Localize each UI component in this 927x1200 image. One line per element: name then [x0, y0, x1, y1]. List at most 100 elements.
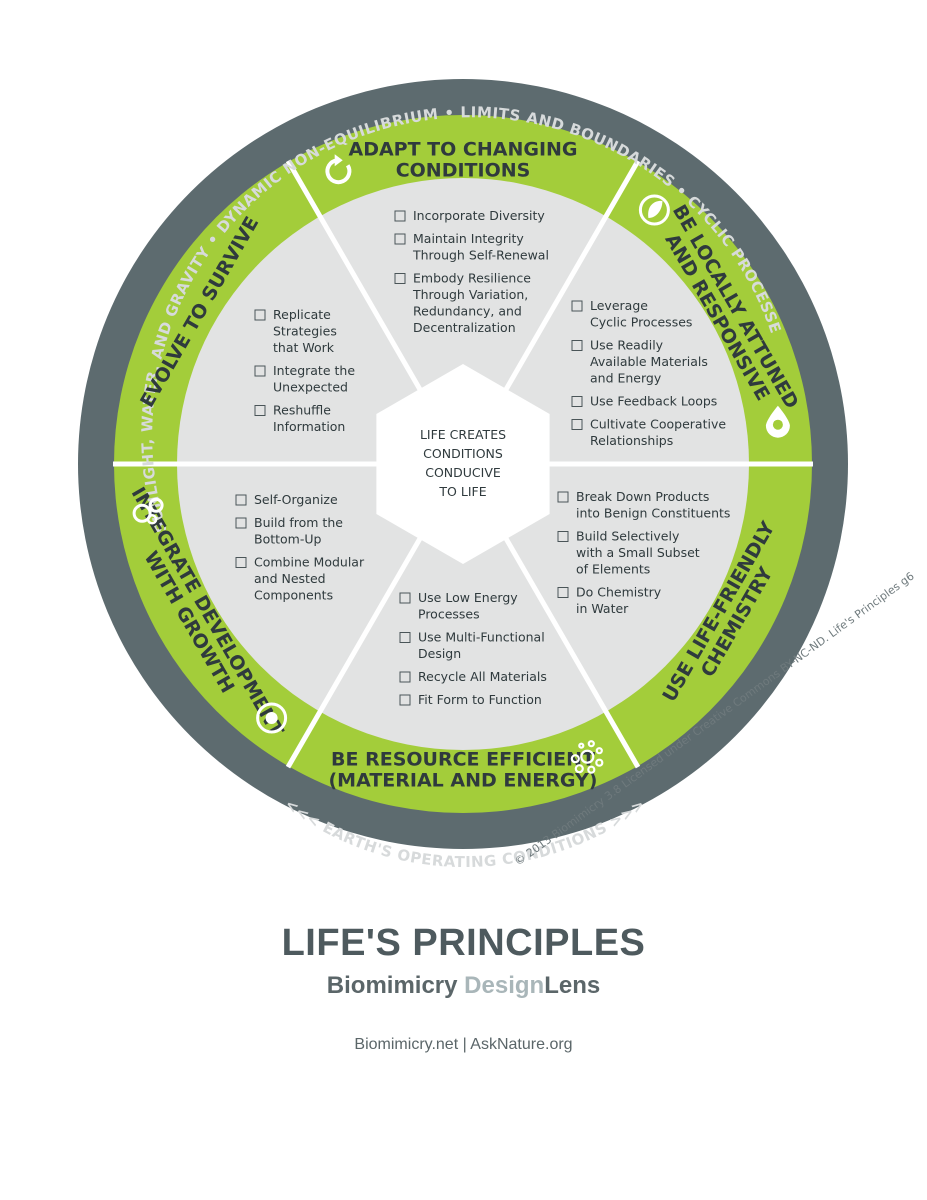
- principle-item-line: Use Low Energy: [418, 590, 518, 605]
- principle-item: Recycle All Materials: [418, 669, 547, 684]
- principle-item-line: Maintain Integrity: [413, 231, 524, 246]
- bubbles-icon: [132, 497, 164, 525]
- principle-item-line: Components: [254, 588, 333, 603]
- principle-item-line: Incorporate Diversity: [413, 208, 545, 223]
- checkbox[interactable]: [399, 694, 411, 706]
- principle-item-line: Use Readily: [590, 338, 664, 353]
- leaf-icon: [638, 194, 670, 226]
- principle-item-line: in Water: [576, 601, 629, 616]
- checkbox[interactable]: [399, 592, 411, 604]
- website-links[interactable]: Biomimicry.net | AskNature.org: [354, 1036, 573, 1053]
- checkbox[interactable]: [571, 419, 583, 430]
- checkbox[interactable]: [394, 273, 406, 284]
- checkbox[interactable]: [254, 365, 266, 377]
- principle-title-text: BE RESOURCE EFFICIENT(MATERIAL AND ENERG…: [329, 749, 598, 792]
- principle-sector: Break Down Products into Benign Constitue…: [557, 489, 730, 617]
- principle-item-line: and Energy: [590, 371, 662, 386]
- principle-item-line: Break Down Products: [576, 489, 709, 504]
- center-label-line: CONDUCIVE: [425, 465, 501, 480]
- checkbox[interactable]: [394, 233, 406, 245]
- center-label-line: CONDITIONS: [423, 446, 503, 461]
- center-label-line: TO LIFE: [438, 484, 486, 499]
- principle-title: BE RESOURCE EFFICIENT(MATERIAL AND ENERG…: [329, 749, 598, 792]
- checkbox[interactable]: [557, 531, 569, 542]
- principle-item-line: Decentralization: [413, 320, 516, 335]
- principle-title-line: ADAPT TO CHANGING: [348, 139, 577, 161]
- principle-item-line: of Elements: [576, 562, 650, 577]
- dots-icon: [570, 740, 604, 774]
- principle-item-line: Cyclic Processes: [590, 315, 692, 330]
- principle-title-line: CONDITIONS: [396, 160, 531, 182]
- principle-item-line: Cultivate Cooperative: [590, 417, 726, 432]
- principle-item-line: Embody Resilience: [413, 271, 531, 286]
- checkbox[interactable]: [394, 210, 406, 222]
- checkbox[interactable]: [571, 396, 583, 407]
- checkbox[interactable]: [254, 405, 266, 416]
- principle-title-line: BE RESOURCE EFFICIENT: [331, 749, 595, 771]
- principle-icons: [132, 154, 790, 774]
- principle-item-line: Relationships: [590, 433, 673, 448]
- principle-item-line: Strategies: [273, 324, 337, 339]
- principle-item: Fit Form to Function: [418, 692, 542, 707]
- principle-item-line: Unexpected: [273, 380, 348, 395]
- principle-item-line: Redundancy, and: [413, 304, 522, 319]
- checkbox[interactable]: [254, 309, 266, 321]
- subtitle-biomimicry: Biomimicry: [326, 972, 465, 999]
- principle-item-line: Replicate: [273, 307, 331, 322]
- subtitle-design: Design: [464, 972, 545, 999]
- checkbox[interactable]: [235, 517, 247, 529]
- principle-item-line: Build from the: [254, 515, 343, 530]
- checkbox[interactable]: [557, 587, 569, 598]
- principle-item-line: Use Multi-Functional: [418, 630, 545, 645]
- principle-item-line: Leverage: [590, 298, 648, 313]
- center-hexagon: [376, 364, 550, 564]
- principle-item-line: Through Variation,: [412, 287, 528, 302]
- principle-item-line: Self-Organize: [254, 492, 338, 507]
- checkbox[interactable]: [557, 491, 569, 503]
- target-icon: [256, 702, 288, 734]
- principle-item-line: Available Materials: [590, 354, 708, 369]
- checkbox[interactable]: [399, 632, 411, 643]
- checkbox[interactable]: [235, 494, 247, 506]
- droplet-icon: [765, 405, 790, 438]
- checkbox[interactable]: [571, 300, 583, 312]
- principle-item-line: Recycle All Materials: [418, 669, 547, 684]
- checkbox[interactable]: [571, 340, 583, 351]
- principle-item-line: Build Selectively: [576, 529, 680, 544]
- principle-item-line: Design: [418, 646, 461, 661]
- checkbox[interactable]: [235, 557, 247, 568]
- checkbox[interactable]: [399, 671, 411, 683]
- principle-item-line: into Benign Constituents: [576, 506, 730, 521]
- principle-item-line: Use Feedback Loops: [590, 394, 717, 409]
- principle-item-line: Integrate the: [273, 363, 355, 378]
- principle-item-line: Combine Modular: [254, 555, 365, 570]
- principle-item-line: that Work: [273, 340, 335, 355]
- principle-item-line: Do Chemistry: [576, 585, 662, 600]
- principle-item: Self-Organize: [254, 492, 338, 507]
- principle-item-line: and Nested: [254, 571, 326, 586]
- principle-item-line: Bottom-Up: [254, 532, 322, 547]
- principle-item-line: Through Self-Renewal: [412, 248, 549, 263]
- principle-item-line: with a Small Subset: [576, 545, 700, 560]
